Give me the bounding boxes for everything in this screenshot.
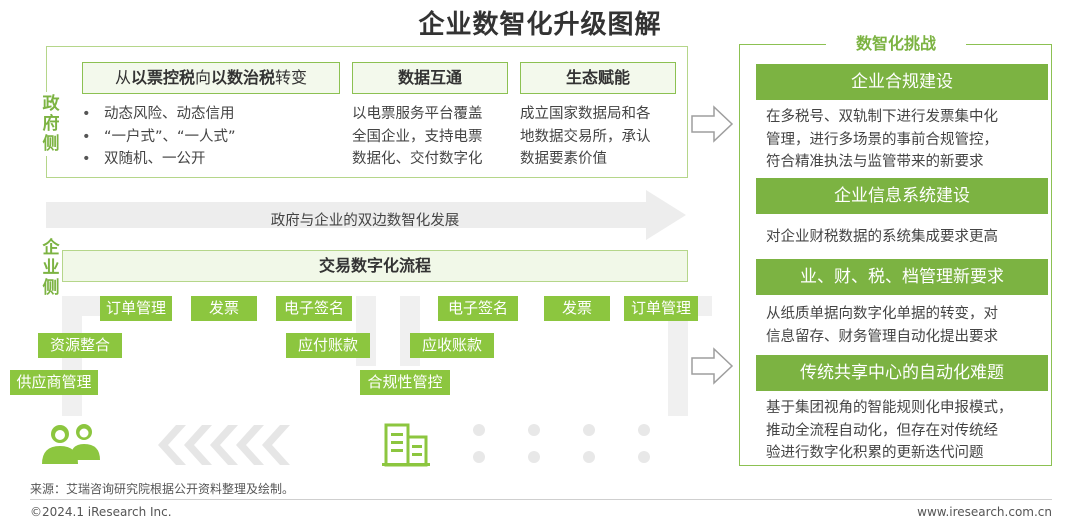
gov-bullet-list: 动态风险、动态信用 “一户式”、“一人式” 双随机、一公开 <box>80 103 340 171</box>
gov-header-ecosystem: 生态赋能 <box>520 62 676 94</box>
process-title-bar: 交易数字化流程 <box>62 250 688 282</box>
footer-divider <box>30 499 1052 500</box>
copyright: ©2024.1 iResearch Inc. <box>30 505 172 519</box>
header1-pre: 从 <box>114 68 131 87</box>
challenge-header-management: 业、财、税、档管理新要求 <box>756 259 1048 295</box>
decorative-dot <box>638 424 650 436</box>
header1-mid: 向 <box>194 68 211 87</box>
decorative-dot <box>528 451 540 463</box>
decorative-dot <box>473 451 485 463</box>
chip-compliance-control: 合规性管控 <box>360 370 450 395</box>
decorative-dot <box>473 424 485 436</box>
enterprise-side-label: 企业侧 <box>40 238 62 298</box>
people-icon <box>42 424 100 464</box>
source-note: 来源：艾瑞咨询研究院根据公开资料整理及绘制。 <box>30 482 295 496</box>
list-item: 双随机、一公开 <box>80 148 340 171</box>
decorative-dot <box>583 451 595 463</box>
text-line: 信息留存、财务管理自动化提出要求 <box>766 328 998 345</box>
arrow-right-icon <box>691 347 734 385</box>
chip-accounts-receivable: 应收账款 <box>410 333 494 358</box>
chip-order-management-right: 订单管理 <box>624 296 698 321</box>
ent-label-text: 企业侧 <box>42 238 60 298</box>
chip-accounts-payable: 应付账款 <box>286 333 370 358</box>
page-title: 企业数智化升级图解 <box>418 10 662 40</box>
text-line: 验进行数字化积累的更新迭代问题 <box>766 445 984 461</box>
text-line: 基于集团视角的智能规则化申报模式， <box>766 400 1013 416</box>
chip-invoice-right: 发票 <box>544 296 610 321</box>
challenges-title: 数智化挑战 <box>826 33 966 55</box>
chip-invoice-left: 发票 <box>191 296 257 321</box>
text-line: 推动全流程自动化，但存在对传统经 <box>766 422 998 439</box>
gov-label-text: 政府侧 <box>42 94 60 154</box>
chip-esign-left: 电子签名 <box>276 296 352 321</box>
decorative-dot <box>638 451 650 463</box>
text-line: 管理，进行多场景的事前合规管控， <box>766 131 998 148</box>
bg-bracket-left-top <box>62 296 102 316</box>
text-line: 从纸质单据向数字化单据的转变，对 <box>766 306 998 322</box>
chip-esign-right: 电子签名 <box>438 296 518 321</box>
text-line: 数据要素价值 <box>520 151 607 167</box>
chip-order-management-left: 订单管理 <box>100 296 172 321</box>
chevron-left-icon <box>158 425 290 465</box>
text-line: 在多税号、双轨制下进行发票集中化 <box>766 109 998 125</box>
list-item: “一户式”、“一人式” <box>80 126 340 149</box>
bilateral-arrow-icon <box>46 190 686 240</box>
header1-bold1: 以票控税 <box>130 68 195 87</box>
text-line: 以电票服务平台覆盖 <box>352 106 483 122</box>
text-line: 数据化、交付数字化 <box>352 151 483 167</box>
website: www.iresearch.com.cn <box>917 505 1052 519</box>
arrow-caption: 政府与企业的双边数智化发展 <box>270 213 460 229</box>
challenge-header-info-system: 企业信息系统建设 <box>756 178 1048 214</box>
header1-bold2: 以数治税 <box>211 68 276 87</box>
challenge-text-shared-center: 基于集团视角的智能规则化申报模式， 推动全流程自动化，但存在对传统经 验进行数字… <box>766 397 1046 465</box>
government-side-label: 政府侧 <box>40 92 62 156</box>
text-line: 符合精准执法与监管带来的新要求 <box>766 154 984 170</box>
challenge-text-management: 从纸质单据向数字化单据的转变，对 信息留存、财务管理自动化提出要求 <box>766 303 1046 348</box>
gov-col3-text: 成立国家数据局和各 地数据交易所，承认 数据要素价值 <box>520 103 680 171</box>
text-line: 地数据交易所，承认 <box>520 128 651 145</box>
challenge-header-shared-center: 传统共享中心的自动化难题 <box>756 355 1048 391</box>
chip-supplier-management: 供应商管理 <box>10 370 98 395</box>
gov-col2-text: 以电票服务平台覆盖 全国企业，支持电票 数据化、交付数字化 <box>352 103 512 171</box>
gov-header-data-interconnect: 数据互通 <box>352 62 508 94</box>
bg-bracket-right-vertical <box>668 296 688 416</box>
decorative-dot <box>528 424 540 436</box>
decorative-dot <box>583 424 595 436</box>
text-line: 全国企业，支持电票 <box>352 128 483 145</box>
challenge-text-compliance: 在多税号、双轨制下进行发票集中化 管理，进行多场景的事前合规管控， 符合精准执法… <box>766 106 1046 174</box>
gov-header-tax-shift: 从以票控税向以数治税转变 <box>82 62 340 94</box>
header1-post: 转变 <box>275 68 308 87</box>
text-line: 成立国家数据局和各 <box>520 106 651 122</box>
arrow-right-icon <box>691 105 734 143</box>
list-item: 动态风险、动态信用 <box>80 103 340 126</box>
government-box-top-border <box>46 46 688 47</box>
challenge-header-compliance: 企业合规建设 <box>756 64 1048 100</box>
challenge-text-info-system: 对企业财税数据的系统集成要求更高 <box>766 226 1046 249</box>
building-icon <box>382 423 430 467</box>
text-line: 对企业财税数据的系统集成要求更高 <box>766 229 998 245</box>
chip-resource-integration: 资源整合 <box>38 333 122 358</box>
